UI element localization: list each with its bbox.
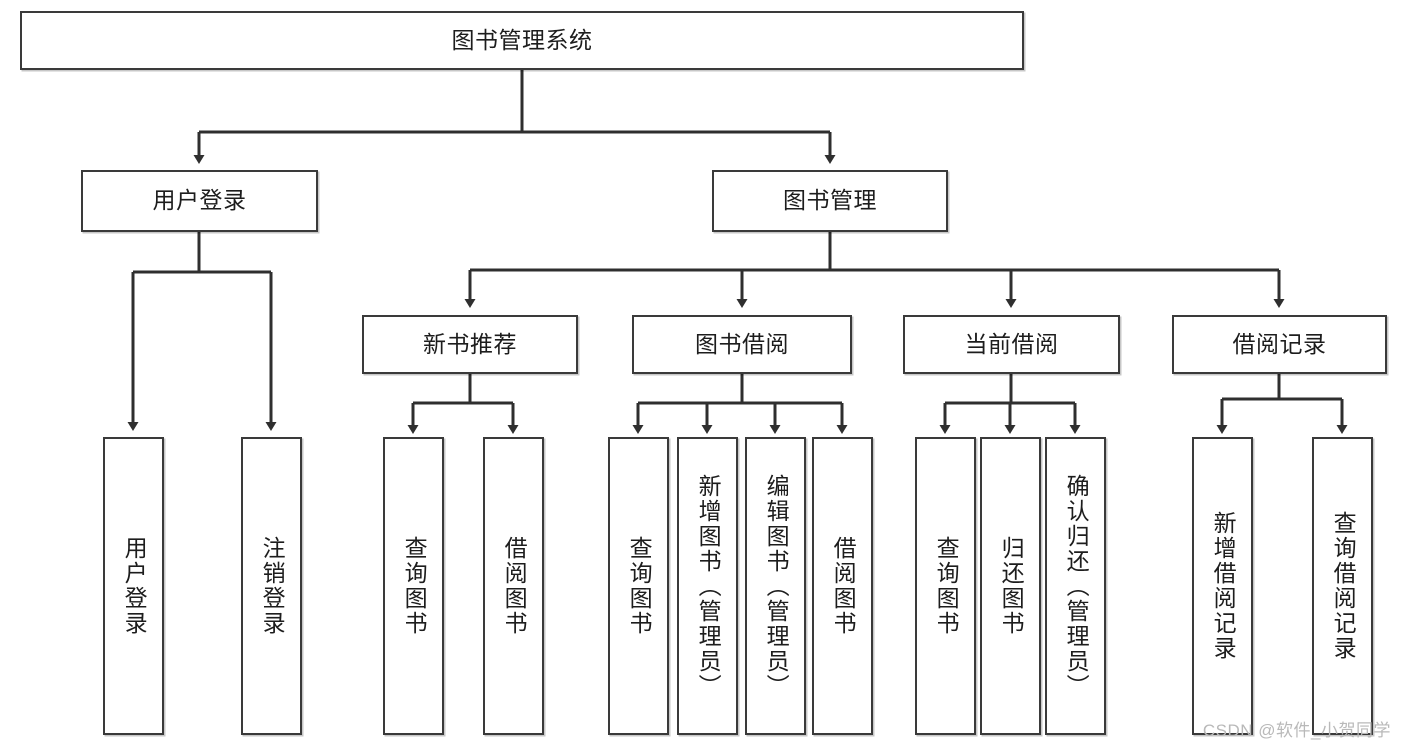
node-borrow-record[interactable]: 借阅记录 bbox=[1172, 315, 1387, 374]
watermark-text: CSDN @软件_小贺同学 bbox=[1202, 721, 1391, 740]
node-label: 新增图书（管理员） bbox=[695, 473, 722, 699]
node-leaf-query-book-2[interactable]: 查询图书 bbox=[608, 437, 669, 735]
node-label: 借阅记录 bbox=[1232, 330, 1327, 357]
node-leaf-logout[interactable]: 注销登录 bbox=[241, 437, 302, 735]
node-label: 新书推荐 bbox=[423, 330, 517, 357]
node-root-system[interactable]: 图书管理系统 bbox=[20, 11, 1024, 70]
node-label: 借阅图书 bbox=[501, 536, 528, 636]
node-label: 查询图书 bbox=[626, 536, 653, 636]
node-leaf-confirm-return[interactable]: 确认归还（管理员） bbox=[1045, 437, 1106, 735]
node-leaf-query-book-3[interactable]: 查询图书 bbox=[915, 437, 976, 735]
node-label: 图书借阅 bbox=[695, 330, 789, 357]
node-user-login[interactable]: 用户登录 bbox=[81, 170, 318, 232]
node-label: 查询图书 bbox=[401, 536, 428, 636]
node-leaf-edit-book[interactable]: 编辑图书（管理员） bbox=[745, 437, 806, 735]
node-leaf-add-record[interactable]: 新增借阅记录 bbox=[1192, 437, 1253, 735]
node-label: 确认归还（管理员） bbox=[1063, 473, 1090, 699]
node-leaf-borrow-book-2[interactable]: 借阅图书 bbox=[812, 437, 873, 735]
node-book-borrow[interactable]: 图书借阅 bbox=[632, 315, 852, 374]
node-label: 当前借阅 bbox=[964, 330, 1059, 357]
node-label: 归还图书 bbox=[998, 536, 1025, 636]
node-leaf-return-book[interactable]: 归还图书 bbox=[980, 437, 1041, 735]
node-label: 注销登录 bbox=[259, 536, 286, 636]
node-leaf-query-book-1[interactable]: 查询图书 bbox=[383, 437, 444, 735]
node-label: 图书管理系统 bbox=[451, 26, 593, 53]
node-leaf-user-login[interactable]: 用户登录 bbox=[103, 437, 164, 735]
node-new-book-recommend[interactable]: 新书推荐 bbox=[362, 315, 578, 374]
node-leaf-borrow-book-1[interactable]: 借阅图书 bbox=[483, 437, 544, 735]
node-label: 新增借阅记录 bbox=[1210, 511, 1237, 661]
node-current-borrow[interactable]: 当前借阅 bbox=[903, 315, 1120, 374]
node-leaf-add-book[interactable]: 新增图书（管理员） bbox=[677, 437, 738, 735]
node-label: 借阅图书 bbox=[830, 536, 857, 636]
node-label: 查询借阅记录 bbox=[1330, 511, 1357, 661]
node-label: 编辑图书（管理员） bbox=[763, 473, 790, 699]
node-leaf-query-record[interactable]: 查询借阅记录 bbox=[1312, 437, 1373, 735]
node-label: 查询图书 bbox=[933, 536, 960, 636]
node-book-manage[interactable]: 图书管理 bbox=[712, 170, 948, 232]
node-label: 用户登录 bbox=[121, 536, 148, 636]
node-label: 用户登录 bbox=[152, 187, 247, 214]
node-label: 图书管理 bbox=[783, 187, 877, 214]
